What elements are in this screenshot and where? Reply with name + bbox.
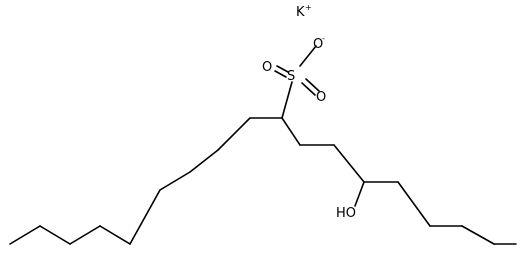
bond-c7-c8: [189, 149, 219, 173]
bond-c1-c2: [9, 225, 41, 245]
right-alkyl-chain: [281, 117, 517, 245]
bond-s-o-right-b: [301, 82, 316, 96]
bond-c14-c15: [397, 181, 431, 227]
bond-s-o-top: [299, 45, 317, 67]
bond-s-o-right-a: [305, 78, 320, 92]
bond-s-o-left-b: [274, 70, 287, 78]
potassium-label: K: [296, 5, 305, 20]
bond-c6-c7: [159, 171, 191, 191]
oxygen-top-label: O: [313, 37, 323, 52]
left-alkyl-chain: [9, 117, 283, 245]
sulfonate-group: [274, 45, 320, 119]
bond-c12-c13: [333, 144, 365, 183]
oxygen-right-label: O: [316, 90, 326, 105]
hydroxyl-label: HO: [336, 206, 356, 221]
bond-c16-c17: [461, 225, 495, 245]
bond-c8-c9: [217, 117, 251, 151]
oxygen-top-charge: -: [322, 34, 325, 43]
bond-c2-c3: [39, 225, 71, 245]
bond-c4-c5: [99, 225, 131, 245]
bond-c10-s: [281, 81, 293, 119]
atom-labels: K + O - O S O HO: [262, 3, 356, 221]
bond-c10-c11: [281, 117, 301, 146]
bond-s-o-left-a: [276, 65, 289, 73]
potassium-charge: +: [305, 3, 312, 12]
sulfur-label: S: [287, 69, 295, 84]
oxygen-left-label: O: [262, 60, 272, 75]
bond-c13-o: [354, 181, 365, 207]
bond-c5-c6: [129, 189, 161, 245]
bond-c3-c4: [69, 225, 101, 245]
